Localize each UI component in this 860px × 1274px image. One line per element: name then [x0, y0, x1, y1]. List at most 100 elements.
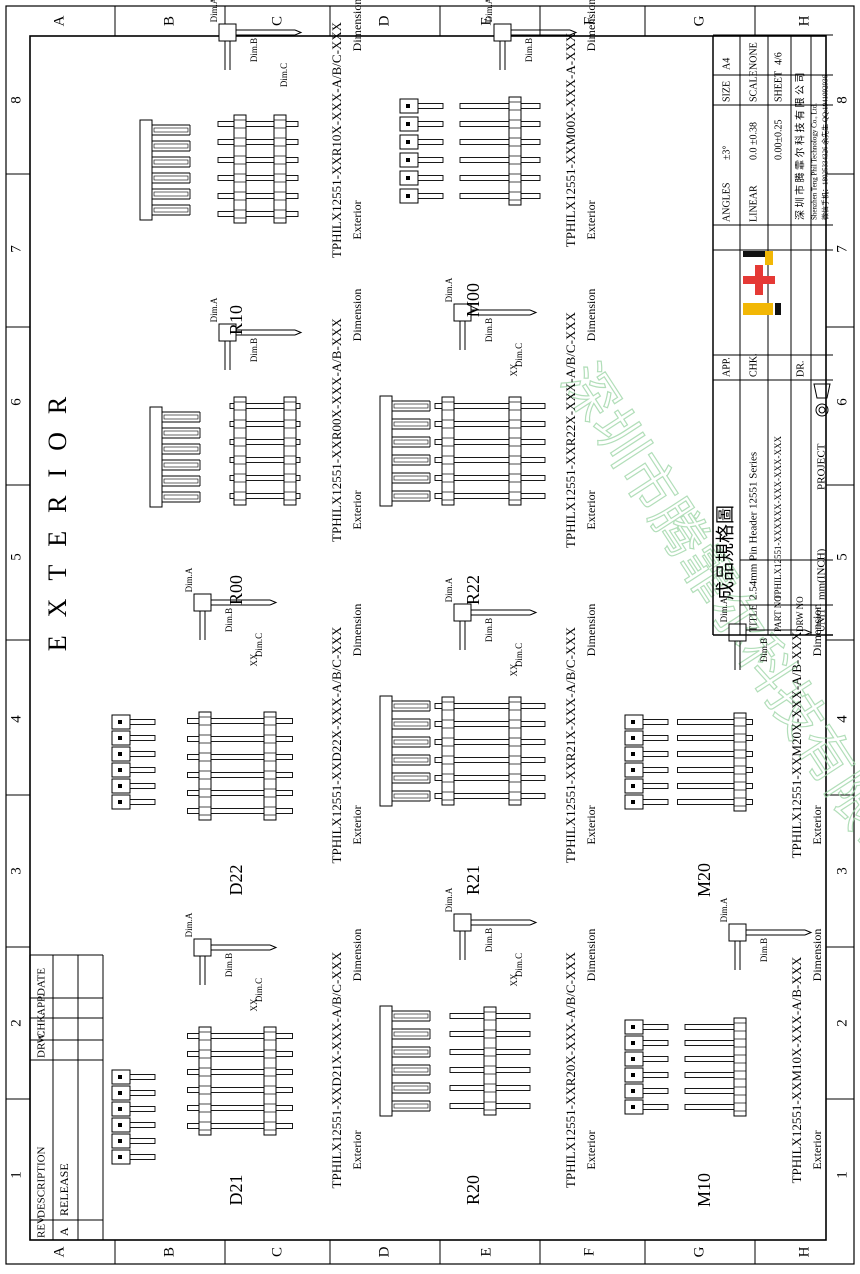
side-housing: [453, 913, 472, 932]
housing-cell: [233, 401, 247, 411]
comb-tooth: [392, 490, 431, 502]
housing-cell: [441, 455, 455, 465]
variant-code: D21: [226, 1175, 246, 1206]
variant-code: R21: [463, 865, 483, 895]
pin: [642, 1024, 669, 1030]
drw-no-label: DRW NO: [795, 596, 805, 632]
housing-cell: [233, 491, 247, 501]
pin: [434, 793, 546, 799]
dimension-label: XX: [249, 998, 259, 1011]
pin: [434, 403, 546, 409]
pin: [393, 1103, 429, 1109]
outer-frame: [5, 5, 855, 1265]
housing-cell: [733, 1038, 747, 1048]
dimension-label: Dim.A: [184, 912, 194, 937]
callout-exterior: Exterior: [350, 490, 364, 529]
linear-value: 0.0 ±0.38: [748, 122, 759, 160]
callout-dimension: Dimension: [350, 604, 364, 657]
pin-square: [118, 1091, 122, 1095]
comb-view: [379, 1005, 431, 1117]
housing-cell: [198, 734, 212, 744]
pin: [642, 1072, 669, 1078]
pin-square: [631, 1041, 635, 1045]
pin: [129, 799, 156, 805]
pin: [187, 1051, 293, 1057]
housing-cell: [733, 1054, 747, 1064]
housing-cell: [233, 209, 247, 219]
dimension-label: Dim.C: [514, 343, 524, 367]
housing-cell: [483, 1065, 497, 1075]
dimension-label: XX: [509, 363, 519, 376]
variant-part-number: TPHILX12551-XXR21X-XXX-A/B/C-XXX: [563, 626, 578, 863]
comb-tooth: [152, 204, 191, 216]
pin: [217, 211, 299, 217]
housing-cell: [198, 770, 212, 780]
dimension-label: Dim.B: [224, 953, 234, 977]
comb-tooth: [392, 1064, 431, 1076]
housing-cell: [273, 173, 287, 183]
side-view: [218, 323, 303, 370]
callout-exterior: Exterior: [810, 805, 824, 844]
border-row-label: E: [478, 16, 494, 25]
pin-square: [631, 720, 635, 724]
pin: [459, 157, 541, 163]
border-column-label: 4: [834, 715, 850, 723]
pin: [417, 157, 444, 163]
comb-tooth: [392, 700, 431, 712]
top-view: [624, 714, 669, 810]
part-no-value: TPHILX12551-XXXXXX-XXX-XXX-XXX: [773, 436, 783, 600]
housing-cell: [283, 401, 297, 411]
dimension-label: Dim.A: [719, 597, 729, 622]
dimension-label: Dim.C: [254, 633, 264, 657]
housing: [441, 696, 455, 806]
sheet-label: SHEET: [773, 71, 784, 102]
housing-cell: [441, 737, 455, 747]
top-view: [624, 1019, 669, 1115]
bent-pin: [459, 309, 538, 350]
pin: [229, 439, 301, 445]
pin-row: [449, 1006, 531, 1116]
housing: [508, 696, 522, 806]
callout-dimension: Dimension: [584, 929, 598, 982]
pin: [129, 783, 156, 789]
comb-tooth: [152, 188, 191, 200]
housing-cell: [263, 734, 277, 744]
pin: [163, 494, 199, 500]
variant-part-number: TPHILX12551-XXR22X-XXX-A/B/C-XXX: [563, 311, 578, 548]
pin: [642, 719, 669, 725]
side-view: [728, 923, 813, 970]
pin: [187, 772, 293, 778]
pin-row: [187, 1026, 293, 1136]
pin-row: [677, 712, 753, 812]
pin: [187, 718, 293, 724]
callout-exterior: Exterior: [350, 200, 364, 239]
pin-square: [118, 1123, 122, 1127]
pin: [187, 808, 293, 814]
housing-cell: [263, 806, 277, 816]
callout-dimension: Dimension: [584, 0, 598, 51]
revision-header: DESCRIPTION: [36, 1146, 48, 1218]
bent-pin: [224, 329, 303, 370]
pin: [459, 103, 541, 109]
housing-cell: [441, 491, 455, 501]
pin: [393, 1085, 429, 1091]
border-column-label: 2: [834, 1019, 850, 1027]
border-column-label: 3: [8, 867, 24, 875]
pin: [459, 175, 541, 181]
housing: [263, 711, 277, 821]
comb-body: [149, 406, 163, 508]
callout-dimension: Dimension: [584, 604, 598, 657]
pin: [153, 191, 189, 197]
border-row-label: F: [581, 17, 597, 25]
pin-row: [217, 114, 299, 224]
pin: [677, 783, 753, 789]
border-row-label: C: [269, 16, 285, 26]
housing-cell: [733, 1022, 747, 1032]
side-housing: [728, 923, 747, 942]
side-housing: [193, 593, 212, 612]
part-no-label: PART NO: [773, 595, 783, 632]
variant-code: R00: [226, 575, 246, 605]
variant-code: R22: [463, 575, 483, 605]
pin: [677, 735, 753, 741]
side-view: [193, 593, 278, 640]
